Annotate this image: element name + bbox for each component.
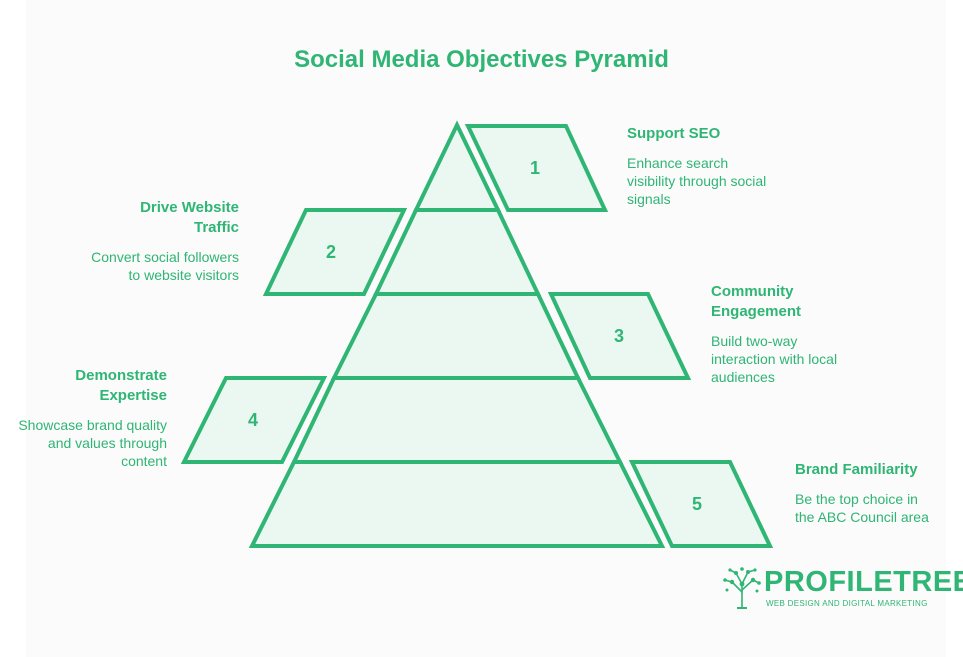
level-heading-3: Community Engagement [711,283,802,320]
pyramid-tier-5 [248,460,666,548]
level-number-4: 4 [248,410,258,430]
level-heading-4: Demonstrate Expertise [75,367,167,404]
level-label-4: Demonstrate Expertise Showcase brand qua… [17,366,167,470]
level-description-2: Convert social followers to website visi… [91,249,239,283]
level-heading-1: Support SEO [627,125,721,142]
logo-wordmark: PROFILETREE [764,566,963,598]
level-description-1: Enhance search visibility through social… [627,155,767,207]
pyramid-tier-2 [372,208,542,296]
logo-tagline: WEB DESIGN AND DIGITAL MARKETING [766,599,928,608]
tree-icon [723,567,761,609]
number-box-2 [262,208,408,296]
level-description-5: Be the top choice in the ABC Council are… [795,491,929,525]
pyramid-tier-4 [290,376,624,464]
profiletree-logo: PROFILETREE WEB DESIGN AND DIGITAL MARKE… [722,566,963,610]
level-number-3: 3 [614,326,624,346]
level-number-1: 1 [530,158,540,178]
level-label-3: Community Engagement Build two-way inter… [711,282,856,386]
level-heading-5: Brand Familiarity [795,461,918,478]
level-description-3: Build two-way interaction with local aud… [711,333,838,385]
level-label-5: Brand Familiarity Be the top choice in t… [795,460,935,526]
level-label-2: Drive Website Traffic Convert social fol… [89,198,239,284]
number-box-4 [180,376,328,464]
level-label-1: Support SEO Enhance search visibility th… [627,124,767,208]
level-number-2: 2 [326,242,336,262]
number-box-1 [464,124,609,212]
number-box-5 [628,460,774,548]
pyramid-tier-3 [330,292,582,380]
level-description-4: Showcase brand quality and values throug… [18,417,167,469]
number-box-3 [547,292,692,380]
level-heading-2: Drive Website Traffic [140,199,239,236]
page-title: Social Media Objectives Pyramid [294,46,669,73]
level-number-5: 5 [692,494,702,514]
